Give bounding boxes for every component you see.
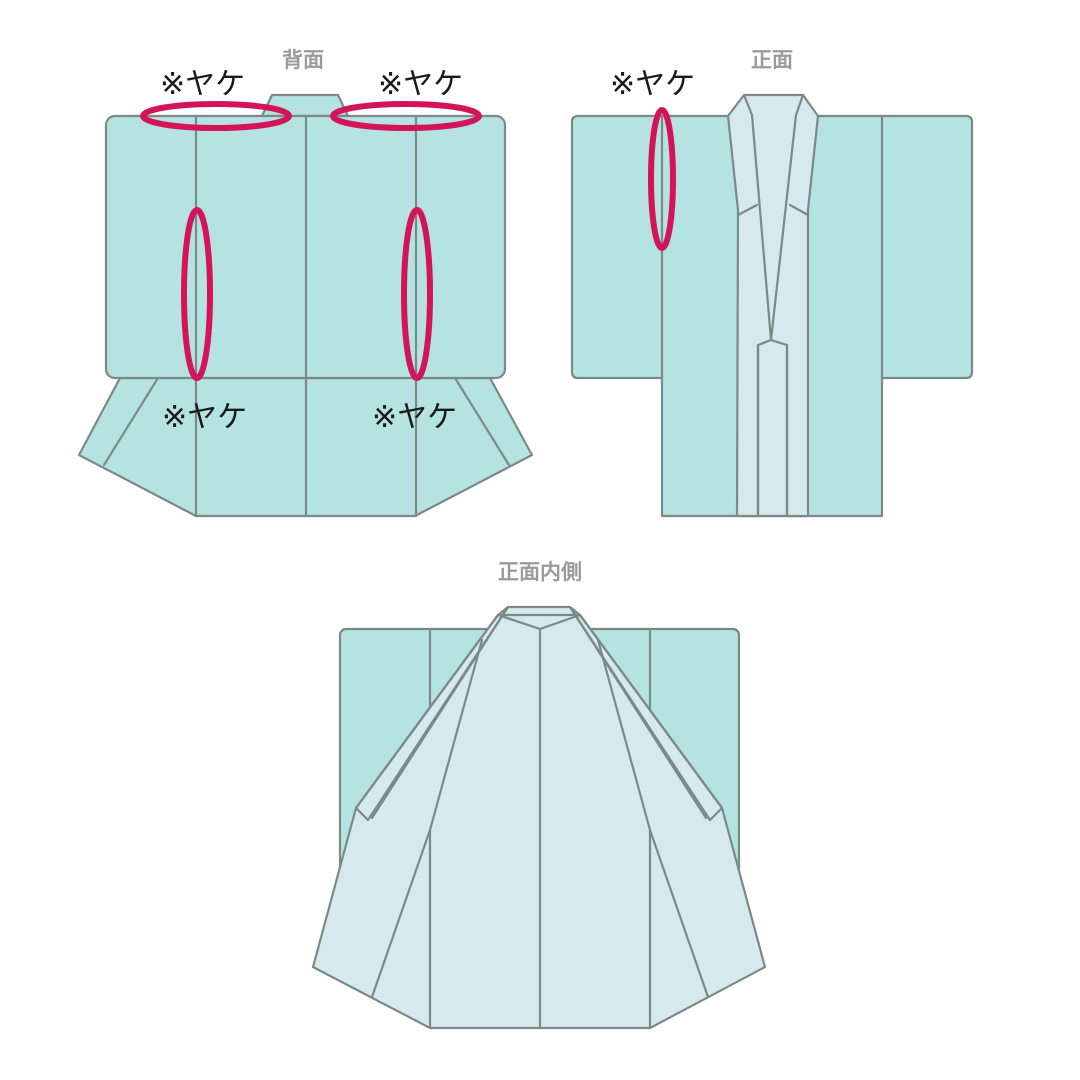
back-shoulder-right-label: ※ヤケ (378, 67, 463, 102)
inside-view: 正面内側 (311, 560, 767, 1030)
back-body-right-label: ※ヤケ (372, 400, 457, 435)
front-body-marker (648, 107, 676, 251)
front-view-title: 正面 (751, 48, 793, 72)
back-shoulder-left-marker (140, 101, 292, 131)
front-body-label: ※ヤケ (610, 67, 695, 102)
back-body-left-label: ※ヤケ (162, 400, 247, 435)
back-view: 背面 ※ヤケ ※ヤケ ※ヤケ ※ヤケ (77, 48, 534, 518)
back-shoulder-left-label: ※ヤケ (160, 67, 245, 102)
back-body-right-marker (401, 207, 433, 381)
front-view: 正面 ※ヤケ (570, 48, 974, 518)
inside-view-title: 正面内側 (498, 560, 582, 584)
back-shoulder-right-marker (330, 101, 482, 131)
back-view-title: 背面 (282, 48, 324, 72)
back-body-left-marker (181, 207, 213, 381)
